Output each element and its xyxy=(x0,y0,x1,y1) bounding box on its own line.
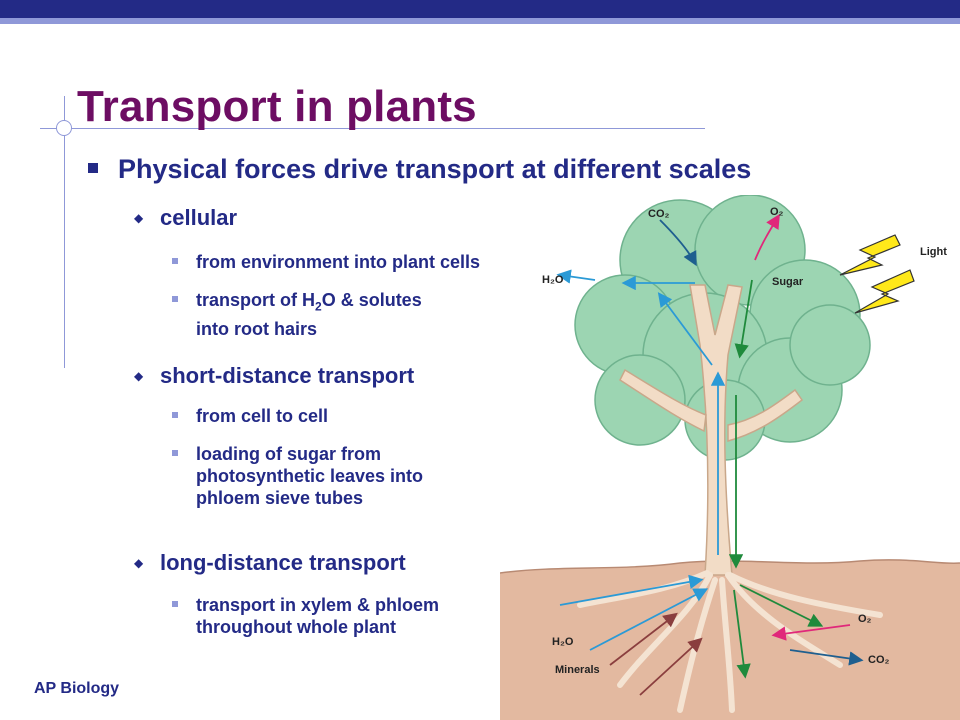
bullet-item-text: from environment into plant cells xyxy=(196,252,481,272)
tree-transport-diagram: CO₂ O₂ Light H₂O Sugar O₂ H₂O Minerals C… xyxy=(500,195,960,720)
xylem-arrows xyxy=(556,269,726,651)
bullet-item-text: from cell to cell xyxy=(196,406,329,426)
small-square-bullet-icon xyxy=(172,450,178,456)
phloem-arrows xyxy=(728,279,824,679)
co2-root-label: CO₂ xyxy=(868,654,890,666)
o2-out-arrow xyxy=(754,213,780,261)
sugar-label: Sugar xyxy=(772,276,804,288)
small-square-bullet-icon xyxy=(172,258,178,264)
top-band-stripe xyxy=(0,18,960,24)
trunk xyxy=(619,284,804,576)
soil-surface xyxy=(500,559,960,574)
footer-label: AP Biology xyxy=(34,680,120,697)
minerals-label: Minerals xyxy=(555,664,600,676)
main-bullet-text: Physical forces drive transport at diffe… xyxy=(118,154,752,184)
mineral-arrow xyxy=(609,612,678,666)
top-band xyxy=(0,0,960,18)
title-underline xyxy=(40,128,705,129)
h2o-label: H₂O xyxy=(542,274,564,286)
mineral-arrow xyxy=(639,637,703,696)
section-heading-text: short-distance transport xyxy=(160,363,415,388)
co2-root-arrow xyxy=(789,649,864,666)
diamond-bullet-icon: ◆ xyxy=(134,369,144,383)
light-label: Light xyxy=(920,246,947,258)
o2-root-label: O₂ xyxy=(858,613,872,625)
o2-label: O₂ xyxy=(770,206,784,218)
section-heading-text: cellular xyxy=(160,205,238,230)
o2-root-arrow xyxy=(771,624,851,641)
diamond-bullet-icon: ◆ xyxy=(134,556,144,570)
light-bolt-icon xyxy=(839,234,915,314)
co2-label: CO₂ xyxy=(648,208,670,220)
section-heading-text: long-distance transport xyxy=(160,550,406,575)
square-bullet-icon xyxy=(88,163,98,173)
small-square-bullet-icon xyxy=(172,296,178,302)
slide-title: Transport in plants xyxy=(77,82,477,131)
small-square-bullet-icon xyxy=(172,601,178,607)
co2-in-arrow xyxy=(659,219,697,267)
small-square-bullet-icon xyxy=(172,412,178,418)
vertical-rule xyxy=(64,96,65,368)
h2o-root-label: H₂O xyxy=(552,636,574,648)
diamond-bullet-icon: ◆ xyxy=(134,211,144,225)
crosshair-circle-icon xyxy=(56,120,72,136)
